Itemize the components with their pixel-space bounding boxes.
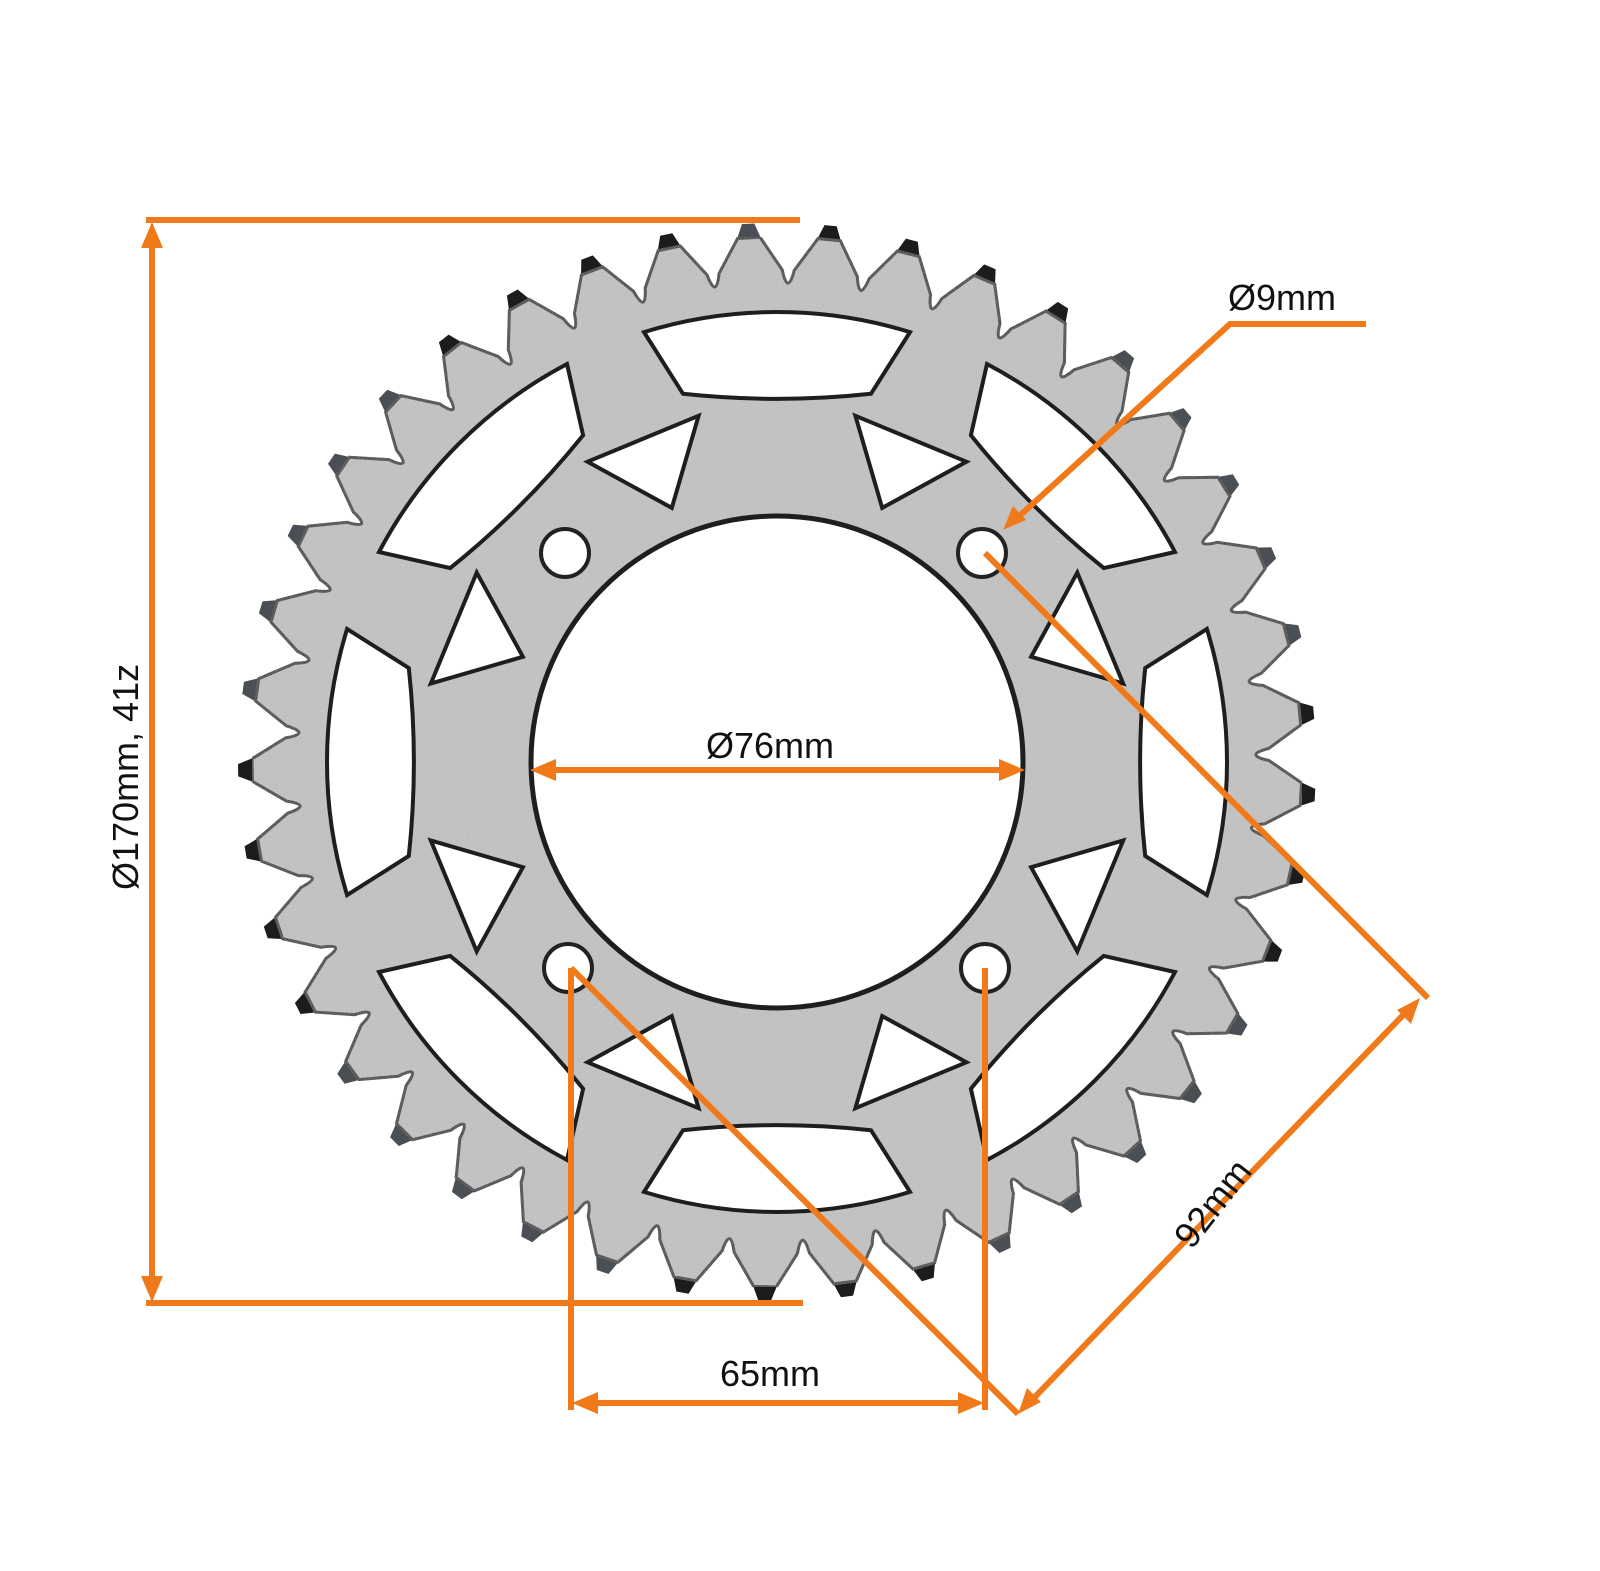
dimension-lines	[146, 217, 1431, 1417]
bolt-horizontal-spacing-label: 65mm	[720, 1353, 821, 1394]
center-bore-edge	[528, 513, 1026, 1011]
center-bore-diameter-label: Ø76mm	[706, 725, 835, 766]
dimension-arrowheads	[141, 222, 1420, 1414]
outer-diameter-label: Ø170mm, 41z	[105, 663, 146, 890]
bolt-hole-diameter-label: Ø9mm	[1228, 277, 1336, 318]
